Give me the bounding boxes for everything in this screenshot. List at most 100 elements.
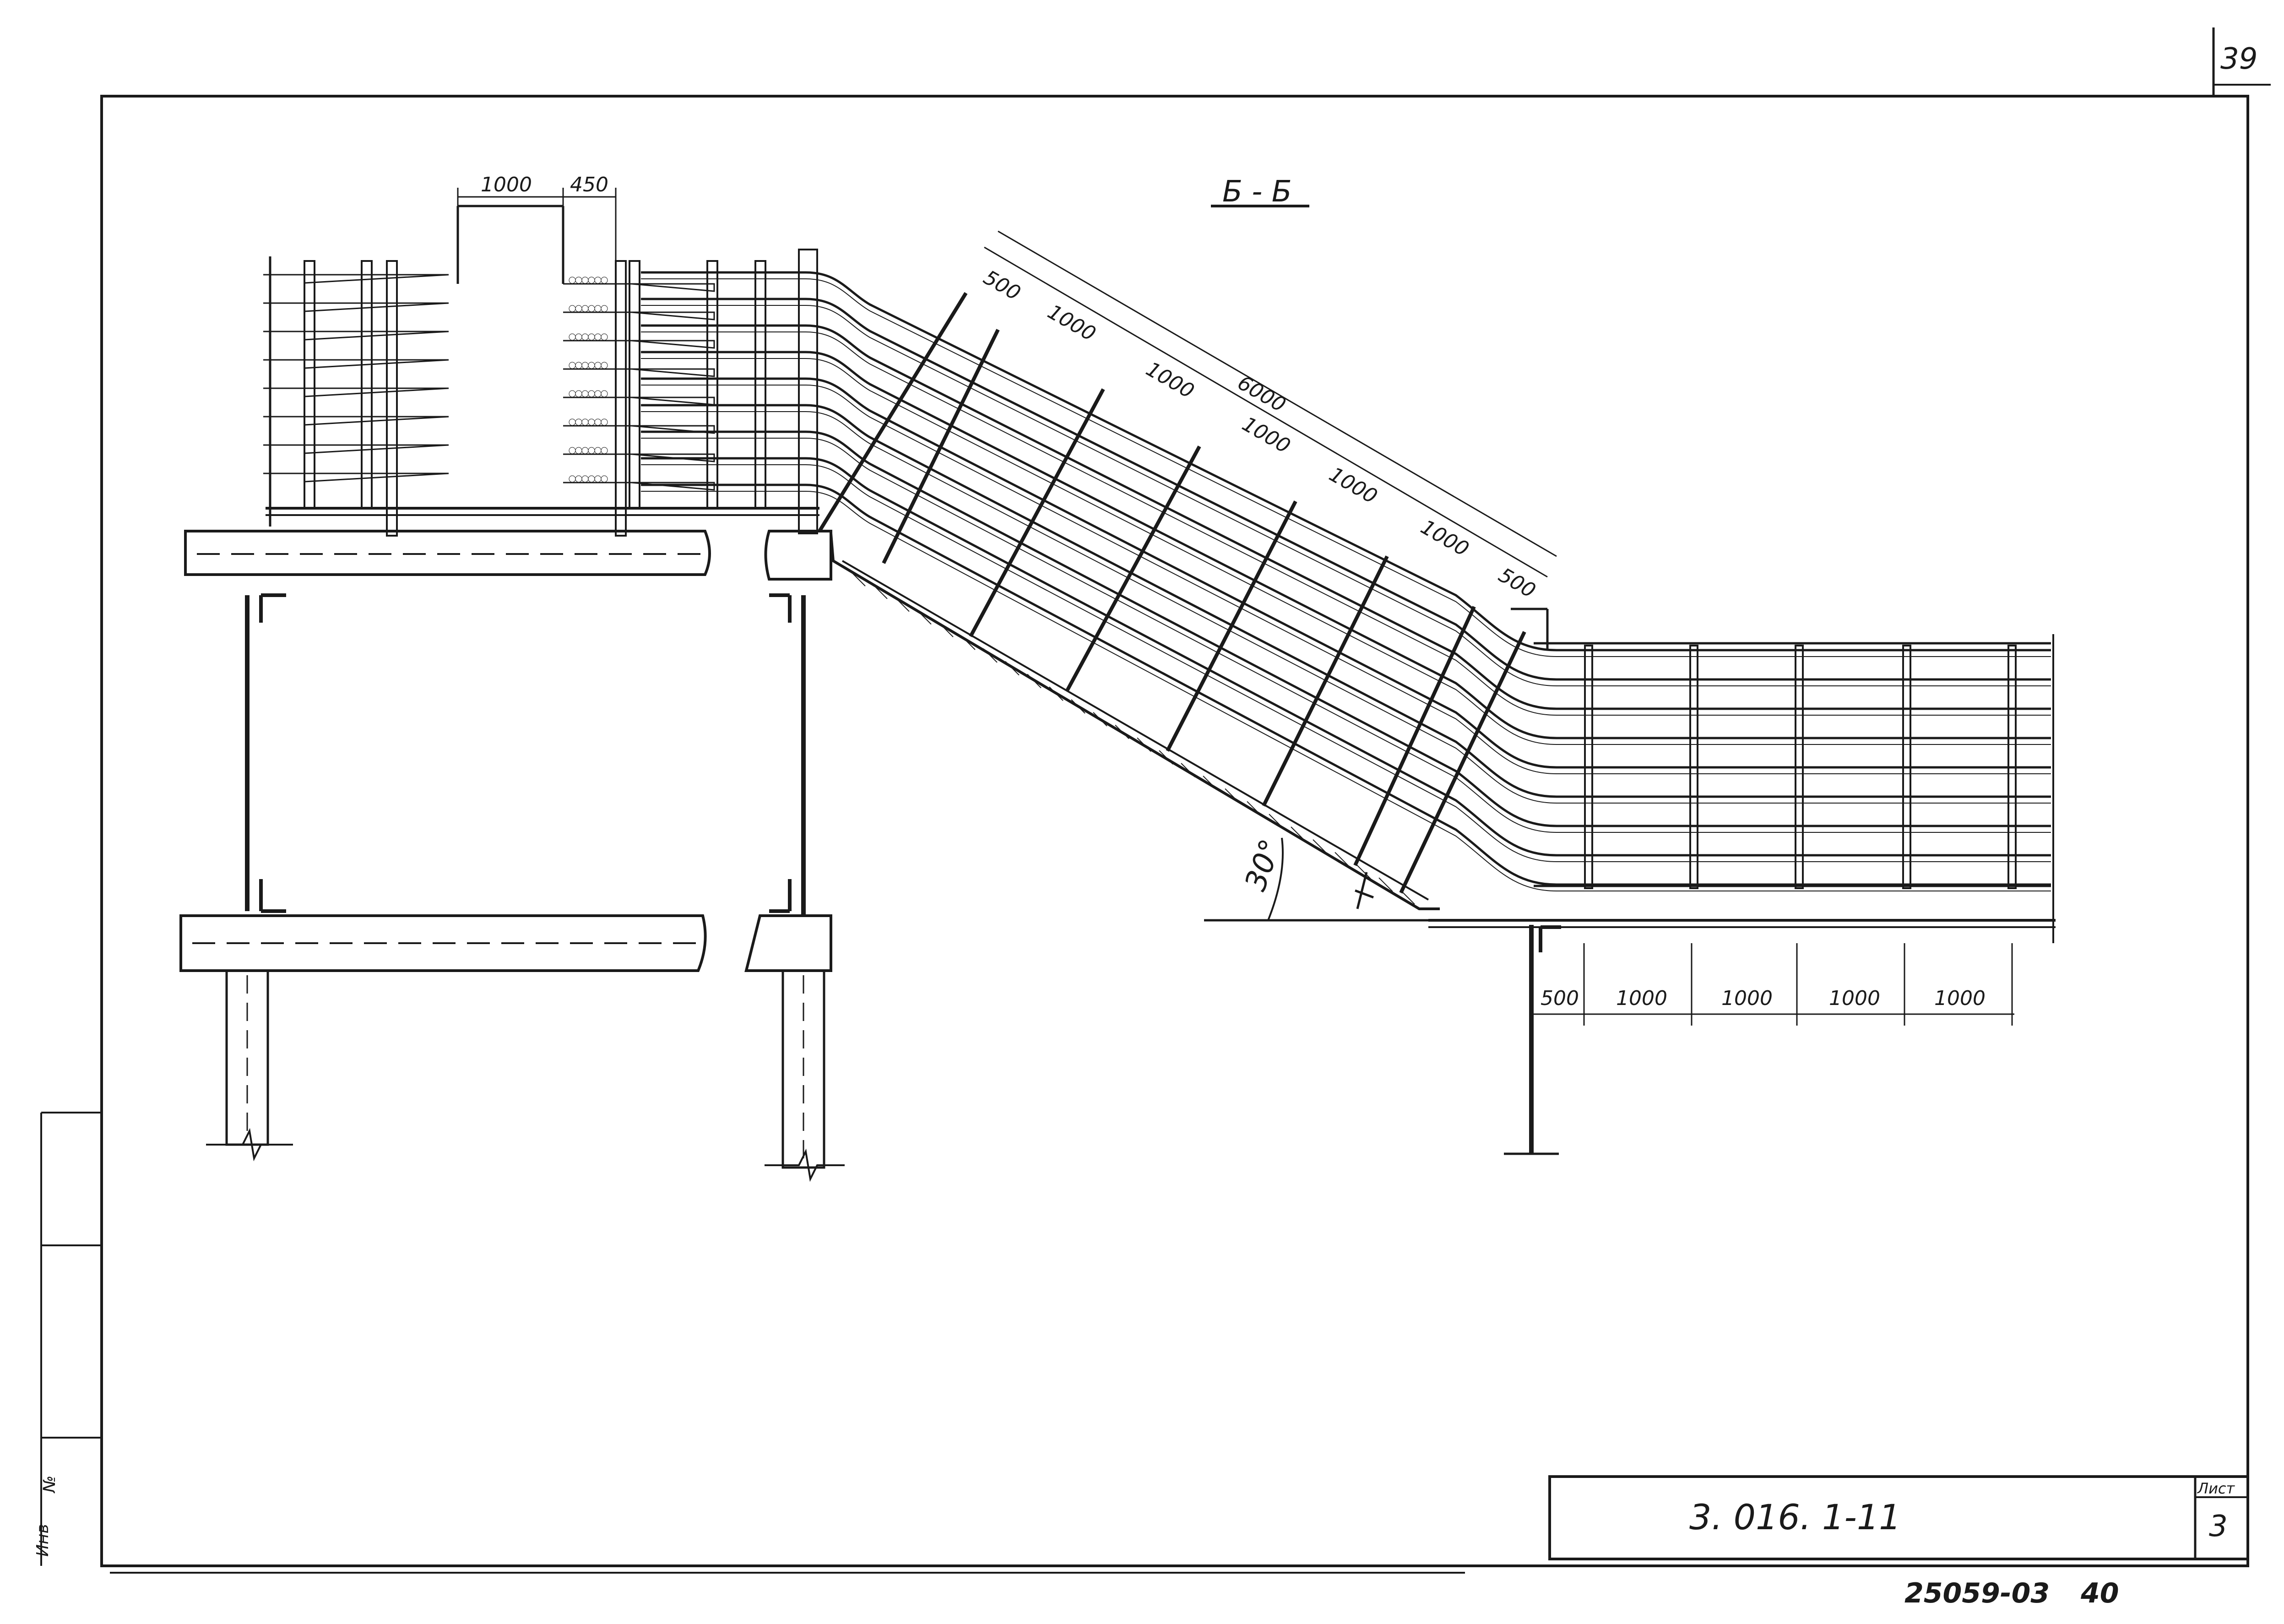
cable-edge	[641, 438, 2051, 833]
hatch-line	[983, 648, 998, 663]
shelf-bracket	[631, 396, 715, 406]
shelf-bracket	[631, 368, 715, 377]
cable-end	[575, 475, 582, 483]
cable-edge	[641, 331, 2051, 716]
section-title: Б - Б	[1222, 175, 1292, 209]
cable-end	[569, 447, 576, 454]
shelf-bracket	[631, 311, 715, 320]
hatch-line	[1335, 852, 1349, 867]
slope-rungs	[818, 292, 1526, 894]
hatch-line	[1400, 890, 1415, 905]
hatch-line	[939, 623, 954, 637]
hatch-line	[1269, 814, 1283, 828]
cable-end	[588, 277, 595, 284]
shelf-bracket	[631, 283, 715, 292]
cable-end	[575, 390, 582, 397]
columns	[206, 593, 845, 1182]
shelf-bracket	[304, 416, 449, 426]
cable-end	[581, 277, 589, 284]
shelf-bracket	[304, 387, 449, 397]
archive-number: 25059-03	[1904, 1577, 2050, 1609]
tray-rung	[818, 292, 968, 532]
cable-end	[581, 447, 589, 454]
hatch-line	[1225, 788, 1239, 803]
cable-edge	[641, 358, 2051, 745]
tray-rung	[1166, 500, 1297, 752]
shelf-bracket	[631, 340, 715, 349]
cable-end	[581, 390, 589, 397]
cable-end	[588, 390, 595, 397]
cable-edge	[641, 464, 2051, 862]
hatch-line	[1071, 699, 1085, 714]
cable-end	[569, 418, 576, 426]
hatch-line	[1093, 712, 1107, 727]
tray-rung	[1689, 645, 1698, 889]
cable-edge	[641, 411, 2051, 804]
dim-label: 450	[570, 173, 608, 196]
cable-ends	[569, 277, 608, 483]
shelf-bracket	[304, 473, 449, 483]
cable-end	[569, 305, 576, 312]
angle-marker: 30°	[1238, 835, 1288, 921]
hatch-line	[1181, 763, 1195, 777]
cable-end	[575, 333, 582, 341]
dim-label: 1000	[1238, 412, 1294, 458]
cable-end	[588, 447, 595, 454]
tray-rung	[1353, 606, 1476, 866]
hatch-line	[917, 610, 932, 625]
cable-edge	[641, 491, 2051, 891]
cable-end	[601, 447, 608, 454]
dim-label: 1000	[481, 173, 532, 196]
cable-edge	[641, 305, 2051, 686]
left-shelves	[263, 274, 715, 491]
hatch-line	[1356, 864, 1371, 880]
dim-label: 1000	[1417, 515, 1473, 561]
dim-label: 1000	[1829, 987, 1880, 1010]
shelf-bracket	[304, 359, 449, 369]
cable-end	[594, 333, 602, 341]
dimension-top-left: 1000 450	[457, 173, 617, 261]
cable-end	[594, 305, 602, 312]
hatch-line	[1005, 661, 1020, 676]
shelf-bracket	[304, 274, 449, 284]
dim-label: 500	[1495, 563, 1540, 603]
cable-end	[588, 418, 595, 426]
cable-end	[594, 362, 602, 369]
shelf-bracket	[631, 425, 715, 434]
dim-label: 500	[980, 266, 1025, 305]
hatch-line	[1291, 826, 1305, 841]
hatch-line	[1159, 750, 1173, 765]
hatch-line	[1137, 737, 1151, 752]
hatch-line	[1378, 877, 1393, 892]
cable-edge	[641, 385, 2051, 774]
tray-rung	[1584, 645, 1593, 889]
side-stamp-text: Инв	[33, 1524, 52, 1557]
shelf-bracket	[304, 331, 449, 341]
cable-end	[581, 333, 589, 341]
right-rungs	[1584, 645, 2017, 889]
tray-rung	[1065, 445, 1201, 692]
dim-label: 1000	[1721, 987, 1773, 1010]
cable-end	[569, 362, 576, 369]
cable-end	[601, 418, 608, 426]
hatch-line	[1049, 686, 1063, 701]
cable-end	[581, 305, 589, 312]
tray-rung	[1399, 631, 1526, 894]
cable-edge	[641, 278, 2051, 657]
cable-end	[569, 333, 576, 341]
hatch-line	[1313, 839, 1327, 854]
archive-page: 40	[2080, 1577, 2119, 1609]
cable	[641, 404, 2051, 798]
drawing-frame	[40, 27, 2271, 1574]
slope-cables	[641, 271, 2051, 891]
shelf-bracket	[304, 302, 449, 312]
hatch-line	[851, 572, 866, 587]
cable	[641, 457, 2051, 857]
shelf-bracket	[304, 444, 449, 454]
cable-end	[594, 390, 602, 397]
page-number-top: 39	[2220, 42, 2257, 76]
cable-end	[594, 418, 602, 426]
title-block: Лист 3 3. 016. 1-11 25059-03 40	[1548, 1475, 2249, 1609]
cable-end	[569, 277, 576, 284]
